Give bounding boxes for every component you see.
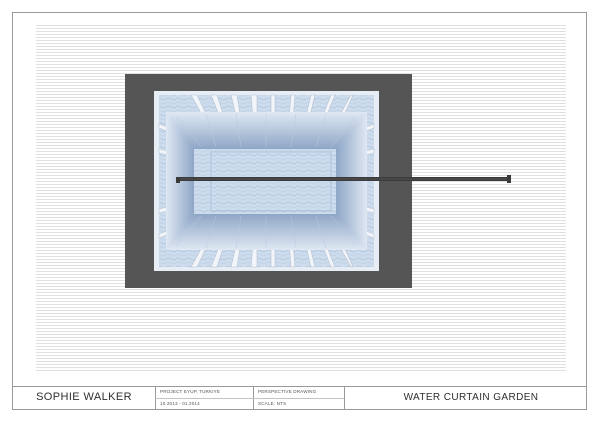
title-block: SOPHIE WALKER PROJECT EYUP, TURKIYE 10.2… xyxy=(13,386,586,410)
sheet-border xyxy=(12,12,587,410)
title-block-divider xyxy=(344,387,345,410)
drawing-type: PERSPECTIVE DRAWING xyxy=(258,389,317,394)
central-pool xyxy=(210,151,332,212)
author-name: SOPHIE WALKER xyxy=(36,391,132,403)
walkway-bridge xyxy=(176,175,511,183)
project-dates: 10.2013 - 01.2014 xyxy=(160,401,200,406)
title-block-rule xyxy=(155,398,344,399)
drawing-scale: SCALE: NTS xyxy=(258,401,287,406)
project-location: PROJECT EYUP, TURKIYE xyxy=(160,389,221,394)
drawing-title: WATER CURTAIN GARDEN xyxy=(403,392,539,403)
garden-perspective-drawing xyxy=(36,24,566,371)
